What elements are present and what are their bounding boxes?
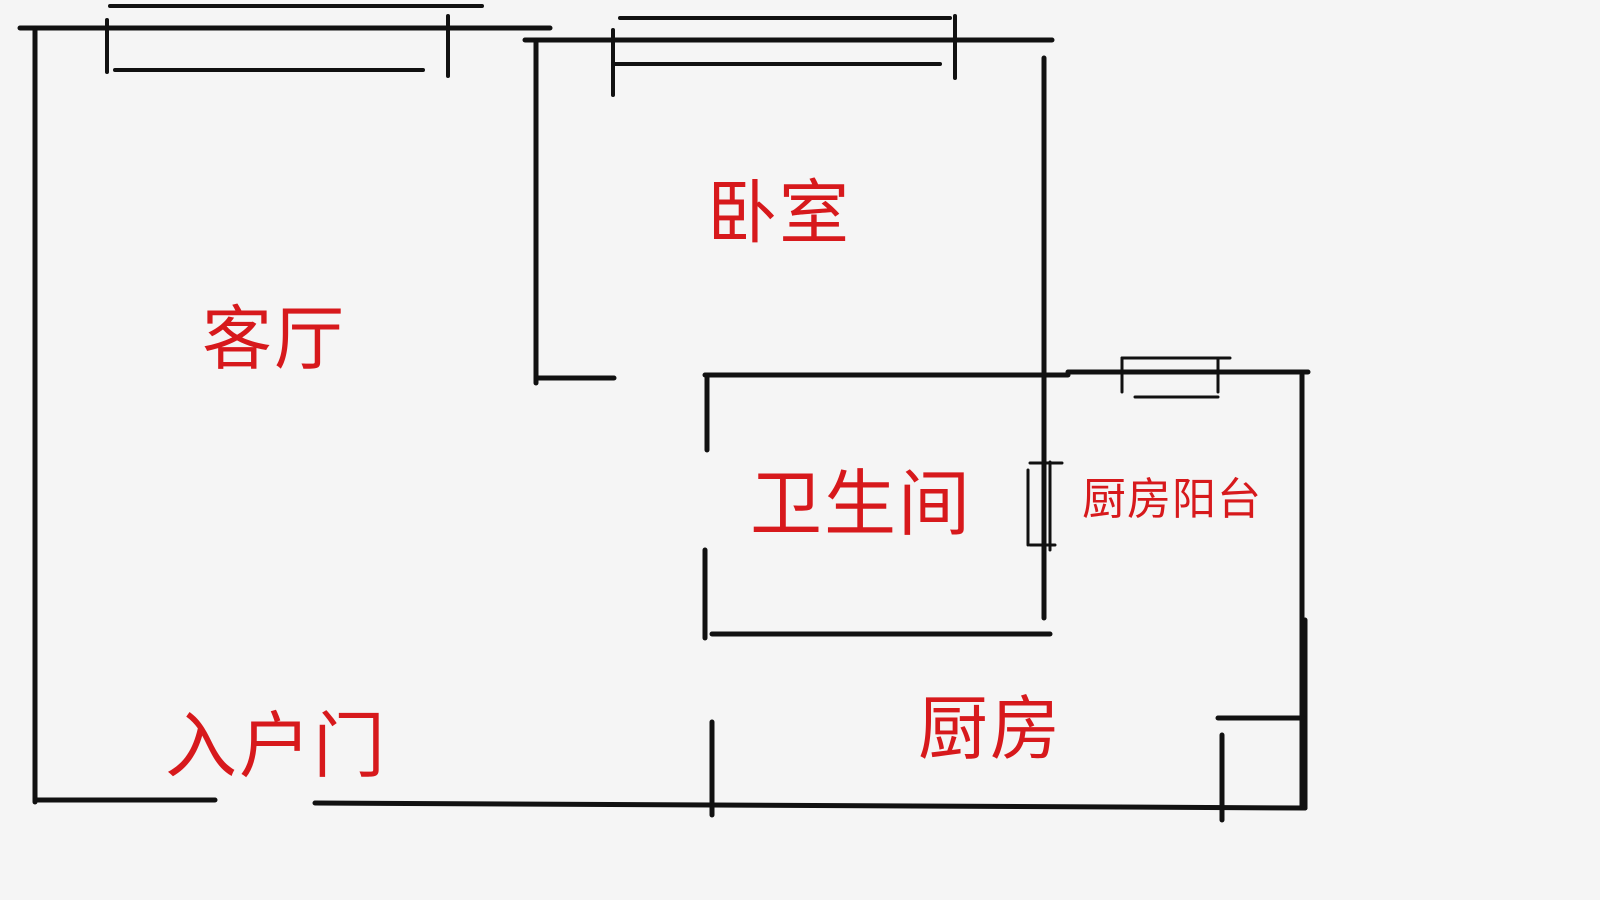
kitchen-balcony-walls <box>709 369 1311 823</box>
living-room-window <box>105 4 484 78</box>
bathroom-side-opening <box>1026 460 1064 552</box>
bathroom-walls <box>702 372 1071 641</box>
bottom-wall-right <box>312 800 1308 811</box>
kitchen-label: 厨房 <box>918 688 1062 770</box>
kitchen-balcony-label: 厨房阳台 <box>1082 474 1262 525</box>
bathroom-label: 卫生间 <box>750 462 973 546</box>
bedroom-label: 卧室 <box>707 172 851 254</box>
outer-walls <box>17 25 1308 811</box>
balcony-window <box>1120 356 1232 399</box>
entry-door-label: 入户门 <box>165 704 388 788</box>
bedroom-window <box>611 14 957 97</box>
living-room-label: 客厅 <box>202 298 346 380</box>
